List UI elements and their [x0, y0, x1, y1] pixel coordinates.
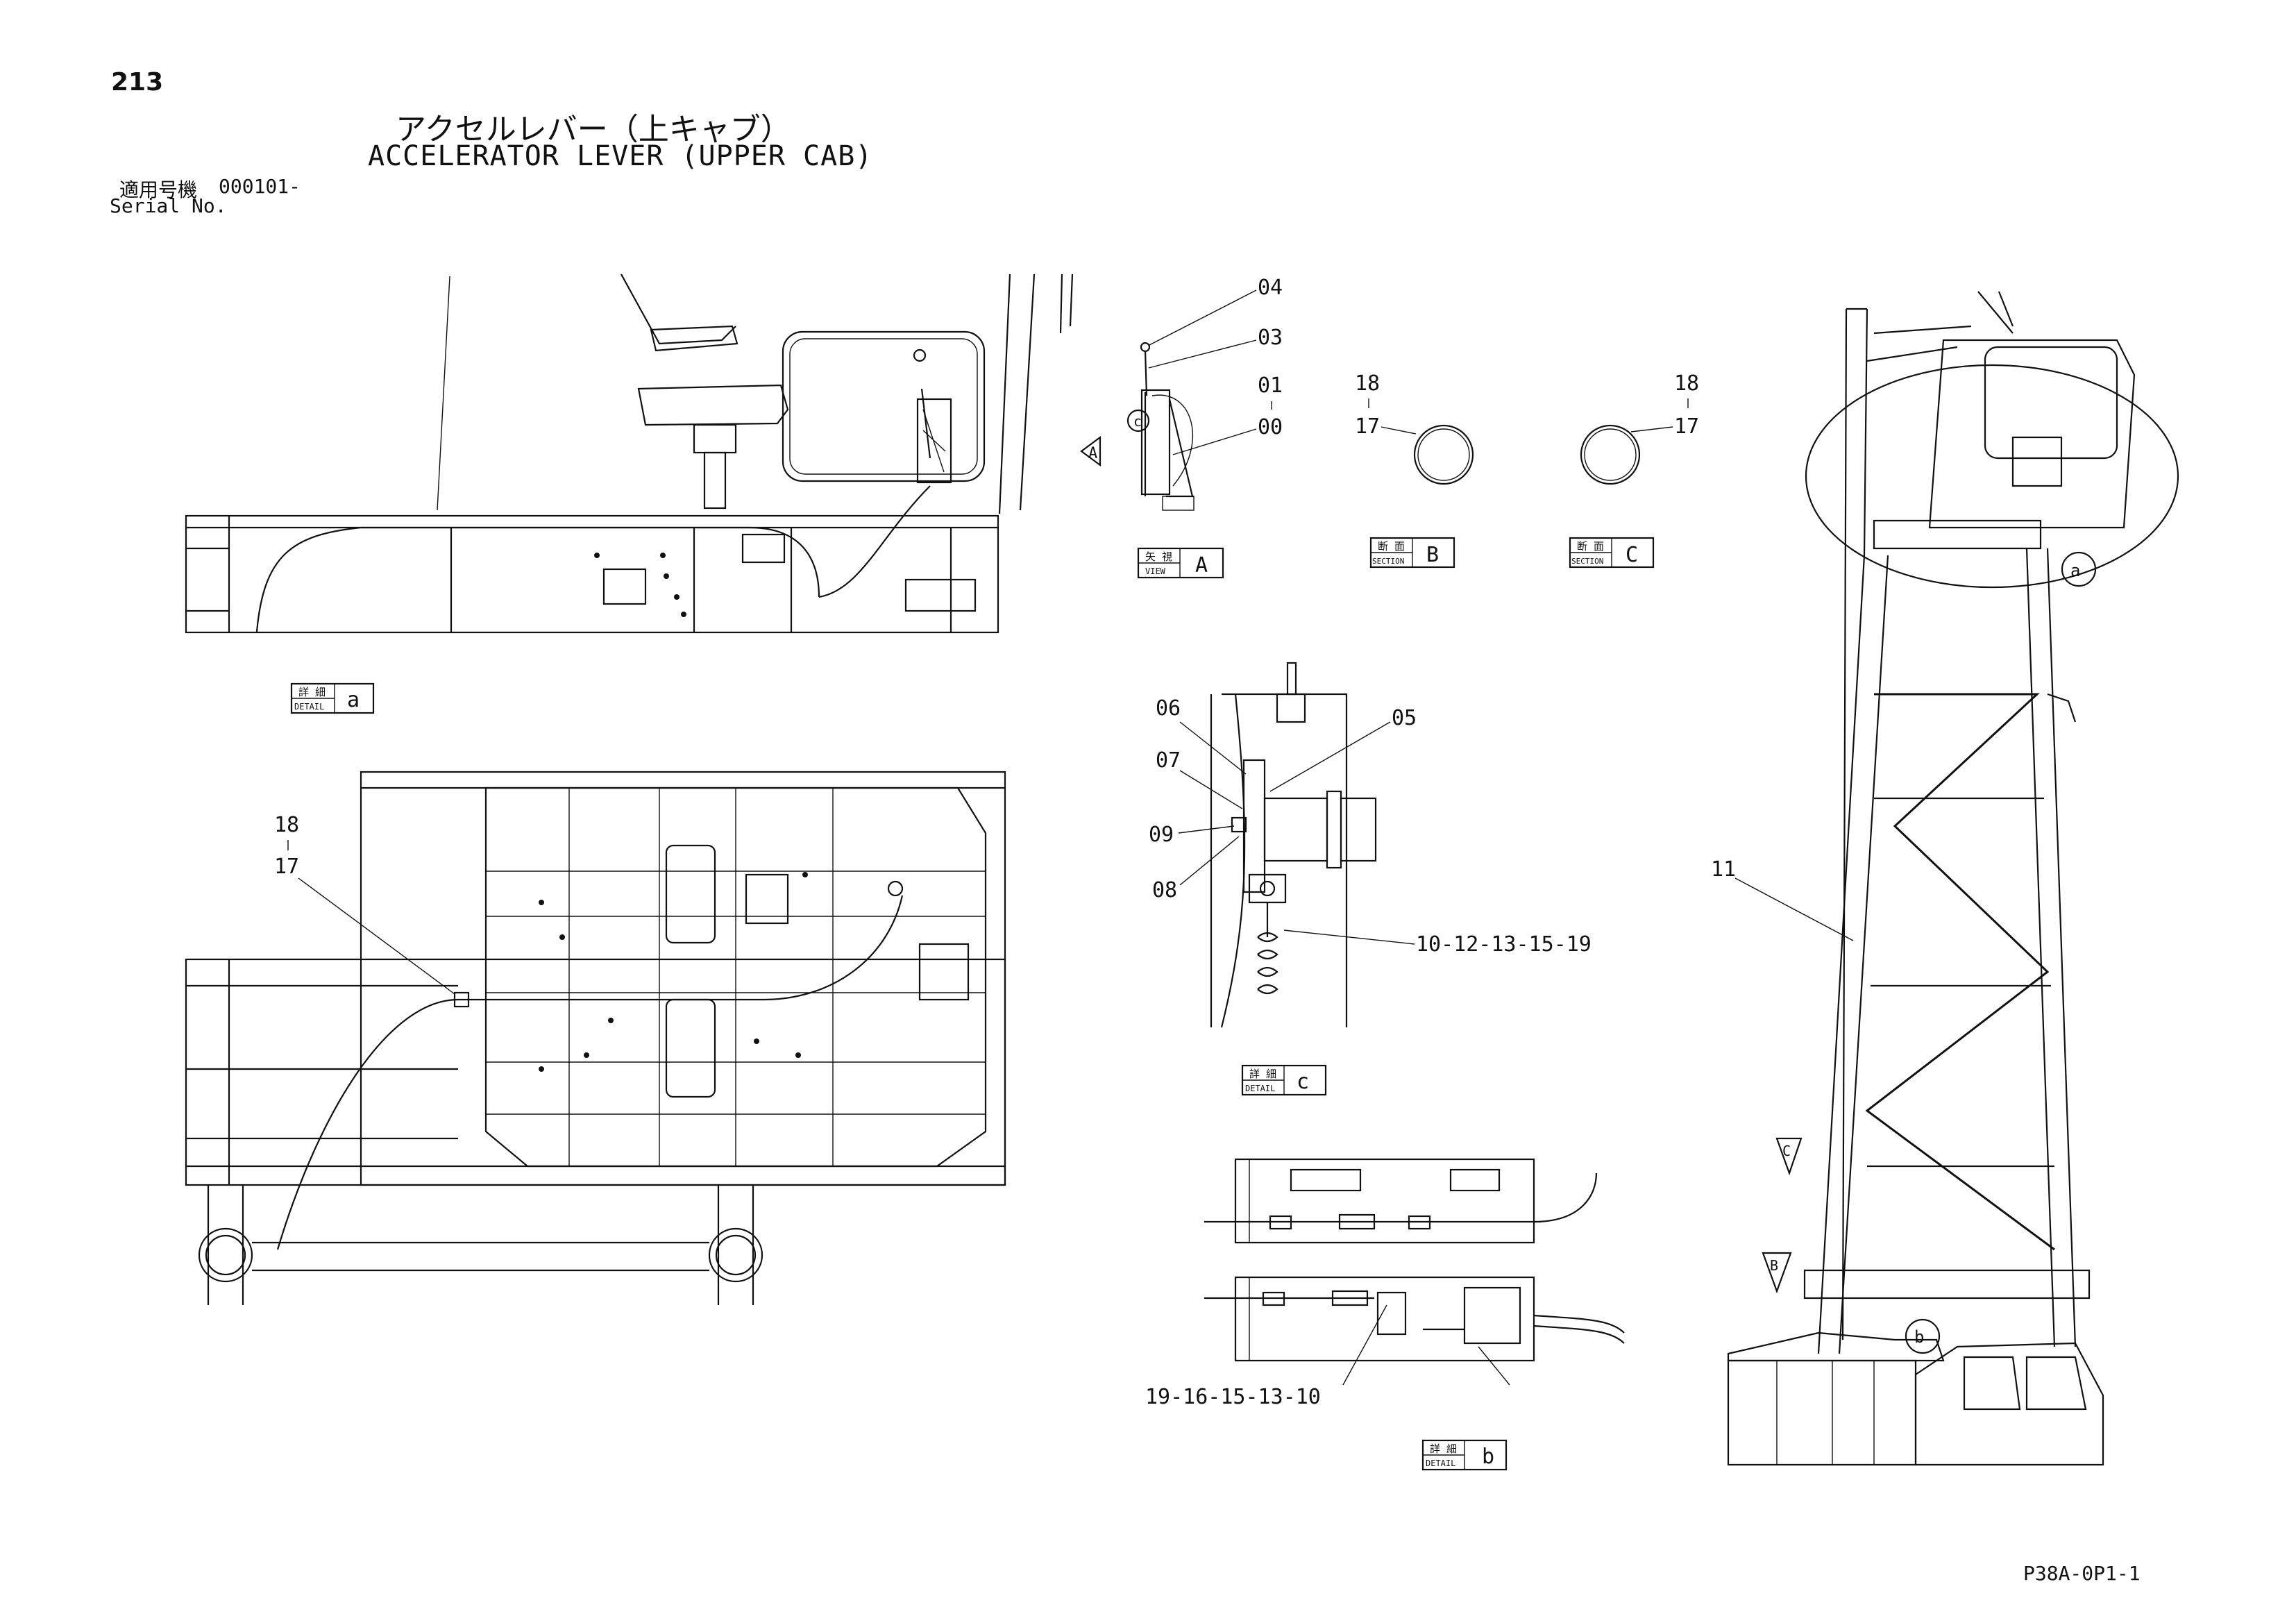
serial-label-japanese: 適用号機 [119, 178, 198, 201]
svg-text:06: 06 [1156, 696, 1181, 721]
svg-text:B: B [1426, 543, 1439, 567]
drawing-code: P38A-0P1-1 [2023, 1562, 2141, 1585]
svg-text:A: A [1088, 445, 1097, 462]
svg-text:b: b [1482, 1445, 1494, 1469]
detail-c-drawing: 06 05 07 09 08 10-12-13-15-19 [1149, 662, 1592, 1028]
detail-b-drawing: 19-16-15-13-10 [1145, 1158, 1625, 1409]
svg-text:DETAIL: DETAIL [1245, 1084, 1275, 1093]
svg-text:05: 05 [1392, 706, 1417, 730]
svg-text:01: 01 [1258, 373, 1283, 398]
svg-text:b: b [1914, 1327, 1924, 1347]
view-a-lever: A c 04 03 01 00 [1080, 276, 1283, 511]
svg-text:SECTION: SECTION [1372, 557, 1404, 566]
svg-text:00: 00 [1258, 415, 1283, 439]
title-japanese: アクセルレバー（上キャブ） [396, 112, 791, 147]
cab-plan-view [185, 771, 1006, 1305]
svg-text:矢 視: 矢 視 [1145, 550, 1172, 563]
title-english: ACCELERATOR LEVER (UPPER CAB) [368, 140, 873, 172]
svg-text:A: A [1195, 553, 1208, 578]
section-b: 18 17 断 面 SECTION B [1355, 371, 1474, 569]
svg-text:C: C [1782, 1143, 1791, 1159]
svg-text:03: 03 [1258, 326, 1283, 350]
svg-text:19-16-15-13-10: 19-16-15-13-10 [1145, 1385, 1321, 1409]
serial-number-value: 000101- [219, 175, 301, 198]
view-a-label: 矢 視 VIEW A [1137, 547, 1224, 579]
svg-text:VIEW: VIEW [1145, 566, 1166, 576]
svg-text:17: 17 [274, 855, 299, 879]
svg-text:DETAIL: DETAIL [294, 702, 324, 712]
svg-text:詳 細: 詳 細 [1249, 1068, 1276, 1080]
page-number: 213 [111, 68, 164, 96]
svg-text:18: 18 [1355, 371, 1380, 396]
detail-a-label: 詳 細 DETAIL a [290, 682, 375, 714]
svg-text:B: B [1770, 1257, 1778, 1274]
svg-text:17: 17 [1355, 414, 1380, 439]
svg-text:DETAIL: DETAIL [1426, 1458, 1455, 1468]
tower-mast: a b C B 11 [1711, 291, 2179, 1466]
svg-text:18: 18 [274, 813, 299, 837]
svg-text:10-12-13-15-19: 10-12-13-15-19 [1416, 932, 1592, 957]
svg-text:C: C [1626, 543, 1638, 567]
svg-text:詳 細: 詳 細 [298, 686, 326, 698]
detail-c-label: 詳 細 DETAIL c [1241, 1064, 1327, 1096]
svg-text:SECTION: SECTION [1571, 557, 1603, 566]
cab-side-view [185, 274, 1074, 634]
svg-text:c: c [1297, 1070, 1309, 1094]
svg-text:11: 11 [1711, 857, 1736, 882]
svg-text:08: 08 [1152, 878, 1177, 902]
svg-text:18: 18 [1674, 371, 1699, 396]
svg-text:a: a [2070, 561, 2080, 580]
svg-text:a: a [347, 688, 360, 712]
plan-callout-18-17: 18 17 [274, 813, 455, 995]
svg-text:断 面: 断 面 [1378, 540, 1405, 553]
section-c: 18 17 断 面 SECTION C [1569, 371, 1699, 569]
svg-text:断 面: 断 面 [1577, 540, 1604, 553]
svg-text:04: 04 [1258, 276, 1283, 300]
detail-b-label: 詳 細 DETAIL b [1421, 1439, 1508, 1471]
svg-text:09: 09 [1149, 823, 1174, 847]
svg-text:詳 細: 詳 細 [1430, 1443, 1457, 1455]
serial-label-english: Serial No. [110, 194, 227, 217]
svg-text:07: 07 [1156, 748, 1181, 773]
svg-text:c: c [1133, 413, 1142, 430]
svg-text:17: 17 [1674, 414, 1699, 439]
